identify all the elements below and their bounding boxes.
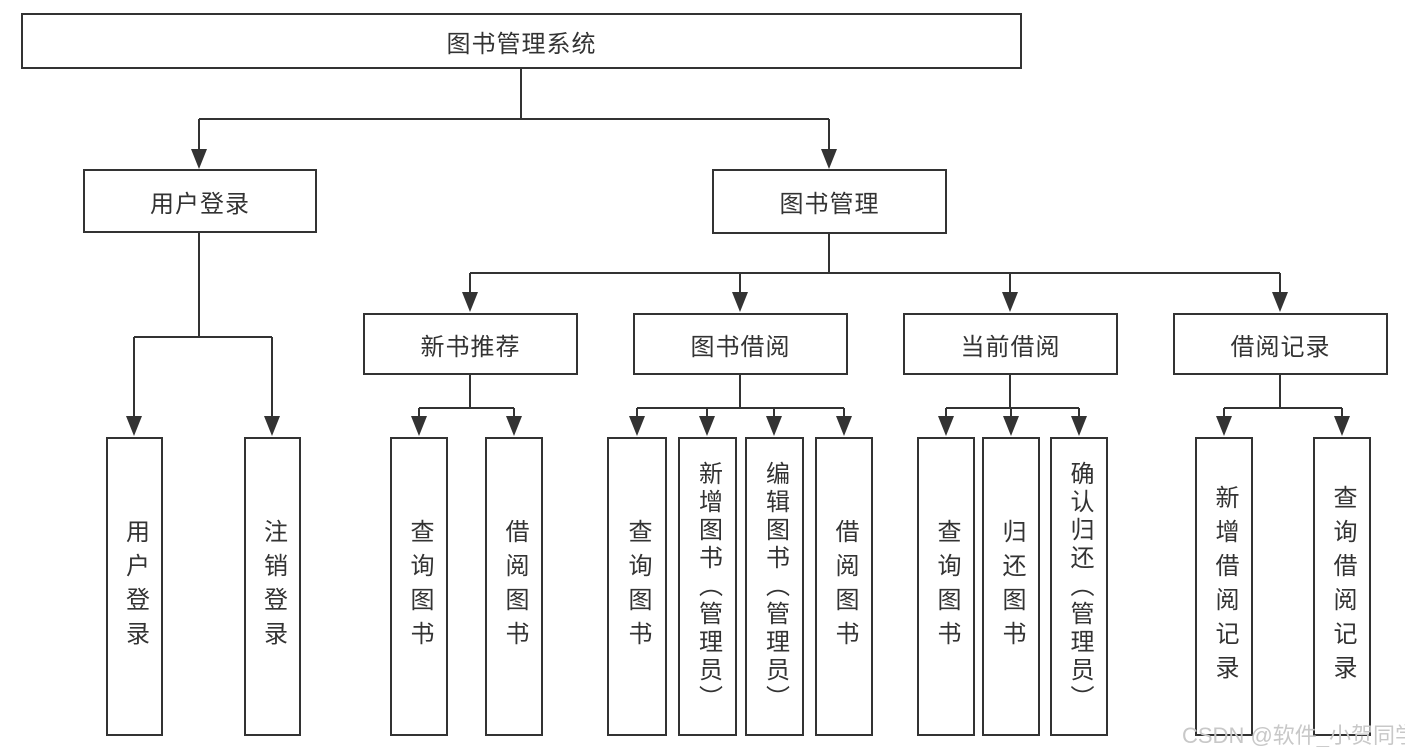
leaf-nb-query-books: 查询图书 (390, 437, 448, 736)
node-current-borrow: 当前借阅 (903, 313, 1118, 375)
connector-path (133, 69, 1343, 417)
node-user-login: 用户登录 (83, 169, 317, 233)
leaf-cb-confirm-return-admin: 确认归还（管理员） (1050, 437, 1108, 736)
leaf-logout: 注销登录 (244, 437, 301, 736)
watermark: CSDN @软件_小贺同学 (1182, 723, 1405, 747)
leaf-br-add-borrow-record: 新增借阅记录 (1195, 437, 1253, 736)
leaf-bb-add-book-admin: 新增图书（管理员） (678, 437, 737, 736)
leaf-bb-query-books: 查询图书 (607, 437, 667, 736)
leaf-cb-query-books: 查询图书 (917, 437, 975, 736)
node-new-book-rec: 新书推荐 (363, 313, 578, 375)
leaf-bb-edit-book-admin: 编辑图书（管理员） (745, 437, 804, 736)
leaf-nb-borrow-books: 借阅图书 (485, 437, 543, 736)
node-book-mgmt: 图书管理 (712, 169, 947, 234)
leaf-bb-borrow-books: 借阅图书 (815, 437, 873, 736)
leaf-user-login: 用户登录 (106, 437, 163, 736)
node-root: 图书管理系统 (21, 13, 1022, 69)
leaf-br-query-borrow-record: 查询借阅记录 (1313, 437, 1371, 736)
node-book-borrow: 图书借阅 (633, 313, 848, 375)
arrowhead-icons (126, 149, 1350, 436)
node-borrow-records: 借阅记录 (1173, 313, 1388, 375)
leaf-cb-return-books: 归还图书 (982, 437, 1040, 736)
